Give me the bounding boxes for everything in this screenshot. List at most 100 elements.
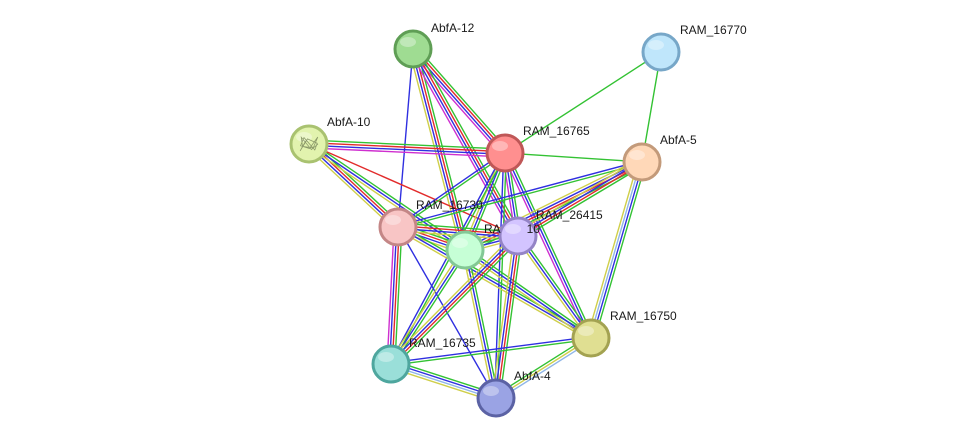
edge-line-blue: [464, 249, 592, 339]
node-AbfA-10[interactable]: AbfA-10: [289, 115, 371, 164]
edge-line-blue: [411, 48, 465, 252]
node-circle[interactable]: [485, 133, 525, 173]
edge-RAM_26415-RAM_16735: [387, 232, 522, 368]
edge-line-green: [504, 51, 662, 154]
node-label: AbfA-5: [660, 133, 697, 147]
edge-line-blue: [411, 48, 518, 238]
node-AbfA-12[interactable]: AbfA-12: [393, 21, 475, 69]
edge-line-red: [308, 141, 506, 153]
node-AbfA-4[interactable]: AbfA-4: [476, 369, 551, 418]
node-circle[interactable]: [393, 29, 433, 69]
edge-line-red: [496, 235, 520, 399]
edge-AbfA-10-RAM_16765: [308, 139, 506, 158]
edge-line-green: [397, 162, 644, 229]
edge-line-yellow: [388, 247, 464, 364]
edge-line-blue: [591, 161, 644, 340]
edge-line-blue: [307, 144, 398, 229]
node-label: RAM_16750: [610, 309, 677, 323]
edge-line-blue: [390, 249, 466, 365]
node-highlight: [400, 37, 416, 47]
edge-RA_10-RAM_16750: [462, 247, 594, 341]
node-RAM_16750[interactable]: RAM_16750: [571, 309, 677, 358]
edge-line-red: [391, 226, 400, 365]
node-label: RAM_26415: [536, 208, 603, 222]
edge-line-green: [398, 153, 507, 229]
node-highlight: [378, 352, 394, 362]
node-label: AbfA-4: [514, 369, 551, 383]
edge-line-green: [519, 233, 594, 338]
node-circle[interactable]: [498, 216, 538, 256]
node-circle[interactable]: [445, 230, 485, 270]
edge-line-green: [465, 247, 594, 337]
node-AbfA-5[interactable]: AbfA-5: [622, 133, 697, 182]
protein-structure-icon: [299, 135, 319, 152]
edge-line-blue: [504, 152, 592, 339]
edge-line-blue: [308, 144, 506, 156]
node-circle[interactable]: [641, 32, 681, 72]
node-RAM_16730[interactable]: RAM_16730: [378, 198, 483, 247]
edge-AbfA-5-RAM_16750: [586, 160, 647, 340]
node-label: RAM_16735: [409, 336, 476, 350]
node-circle[interactable]: [476, 378, 516, 418]
edge-AbfA-5-RAM_26415: [515, 157, 645, 241]
edge-line-yellow: [515, 236, 590, 341]
edge-RAM_16730-RAM_16735: [386, 226, 403, 365]
edge-line-blue: [396, 151, 505, 227]
edge-line-green: [506, 151, 595, 338]
edge-line-green: [499, 235, 523, 400]
node-label: RAM_16770: [680, 23, 747, 37]
node-highlight: [385, 215, 401, 225]
edge-RA_10-RAM_16735: [388, 247, 468, 367]
edge-line-green: [415, 45, 509, 152]
edge-line-yellow: [396, 228, 591, 341]
edge-AbfA-12-RAM_16730: [397, 48, 414, 228]
edge-line-red: [517, 162, 644, 238]
node-circle[interactable]: [571, 318, 611, 358]
edge-AbfA-5-RAM_16730: [396, 160, 644, 229]
edge-line-red: [309, 142, 400, 227]
edge-line-magenta: [408, 50, 516, 239]
edge-line-yellow: [515, 157, 641, 234]
edge-line-green: [309, 141, 468, 249]
edge-line-yellow: [462, 157, 641, 248]
edge-line-green: [504, 152, 643, 163]
edge-line-green: [310, 140, 402, 225]
edge-line-yellow: [462, 251, 591, 341]
edge-line-green: [392, 250, 468, 367]
edge-line-magenta: [308, 147, 506, 158]
node-RAM_26415[interactable]: RAM_26415: [498, 208, 603, 256]
node-RAM_16770[interactable]: RAM_16770: [641, 23, 747, 72]
edge-line-red: [308, 143, 519, 237]
node-highlight: [648, 40, 664, 50]
edge-line-blue: [396, 160, 643, 227]
node-highlight: [578, 326, 594, 336]
edge-line-yellow: [305, 146, 397, 231]
node-circle[interactable]: [371, 344, 411, 384]
edge-RAM_16765-RAM_16750: [501, 151, 595, 340]
edge-line-magenta: [386, 226, 395, 365]
edge-AbfA-10-RAM_16730: [305, 140, 402, 231]
node-circle[interactable]: [378, 207, 418, 247]
edge-AbfA-10-RAM_26415: [308, 143, 519, 237]
node-RAM_16765[interactable]: RAM_16765: [485, 124, 590, 173]
edge-line-yellow: [461, 249, 495, 400]
edge-line-green: [394, 226, 403, 365]
node-label: RAM_16765: [523, 124, 590, 138]
edge-line-green: [390, 338, 592, 366]
edge-line-blue: [464, 249, 497, 399]
edge-line-lightblue: [589, 160, 642, 339]
node-label: RA 10: [484, 222, 540, 236]
edge-line-blue: [494, 235, 518, 399]
edge-line-blue: [390, 336, 592, 364]
node-RAM_16735[interactable]: RAM_16735: [371, 336, 476, 384]
node-circle[interactable]: [622, 142, 662, 182]
node-highlight: [629, 150, 645, 160]
edge-line-green: [308, 139, 506, 150]
node-highlight: [505, 224, 521, 234]
node-circle[interactable]: [289, 124, 329, 164]
node-label: AbfA-12: [431, 21, 475, 35]
node-highlight: [492, 141, 508, 151]
node-label: AbfA-10: [327, 115, 371, 129]
node-RA_10[interactable]: RA 10: [445, 222, 540, 270]
